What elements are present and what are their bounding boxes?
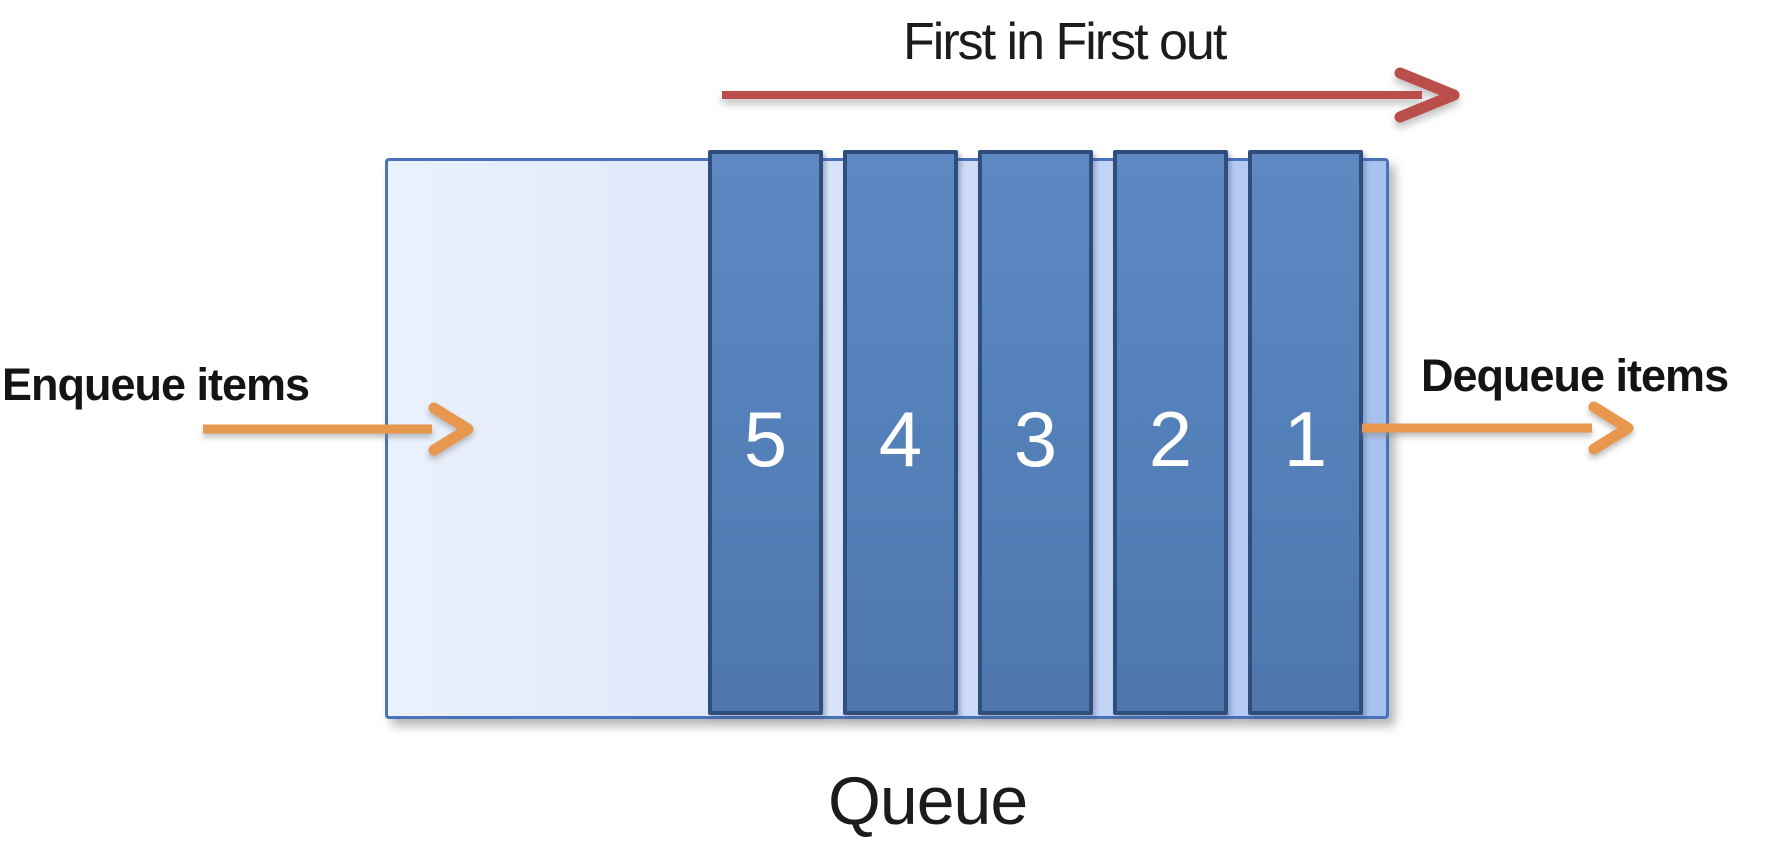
queue-item-slot-3: 3 — [978, 150, 1093, 715]
fifo-direction-arrow-icon — [722, 67, 1460, 123]
queue-item-number: 3 — [1013, 394, 1058, 483]
enqueue-arrow-icon — [203, 402, 474, 456]
fifo-arrow-head — [1394, 67, 1460, 123]
enqueue-arrow-head — [428, 402, 474, 456]
queue-caption: Queue — [828, 763, 1028, 839]
dequeue-arrow-icon — [1362, 401, 1634, 455]
fifo-title: First in First out — [903, 13, 1227, 71]
queue-item-number: 4 — [878, 394, 923, 483]
queue-item-slot-5: 5 — [708, 150, 823, 715]
queue-item-slot-2: 2 — [1113, 150, 1228, 715]
enqueue-label: Enqueue items — [2, 359, 310, 410]
queue-item-number: 5 — [743, 394, 788, 483]
queue-item-number: 2 — [1148, 394, 1193, 483]
dequeue-arrow-head — [1588, 401, 1634, 455]
queue-item-slot-1: 1 — [1248, 150, 1363, 715]
queue-item-slot-4: 4 — [843, 150, 958, 715]
dequeue-label: Dequeue items — [1421, 350, 1729, 401]
queue-item-number: 1 — [1283, 394, 1328, 483]
